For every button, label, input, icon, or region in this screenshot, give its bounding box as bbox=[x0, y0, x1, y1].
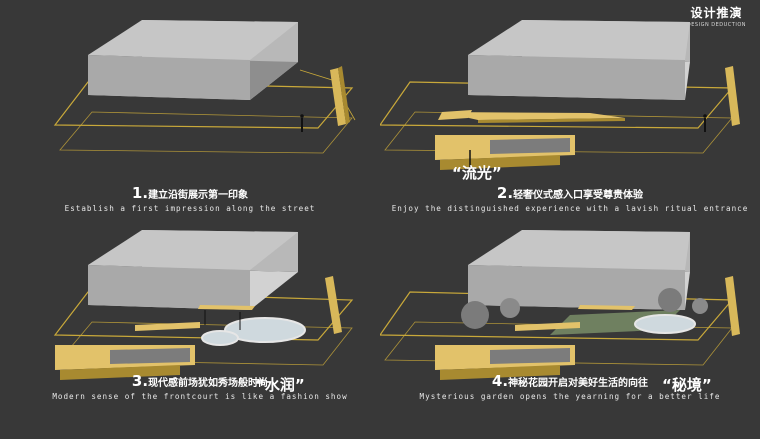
step-2-panel: “流光” 2.轻奢仪式感入口享受尊贵体验 Enjoy the distingui… bbox=[380, 0, 760, 220]
step-2-tag: “流光” bbox=[452, 162, 502, 183]
step-3-title-line: 3.现代感前场犹如秀场般时尚 bbox=[0, 372, 400, 390]
step-3-english: Modern sense of the frontcourt is like a… bbox=[0, 392, 400, 401]
step-2-title-line: 2.轻奢仪式感入口享受尊贵体验 bbox=[380, 184, 760, 202]
step-3-number: 3. bbox=[132, 372, 148, 390]
step-4-panel: “秘境” 4.神秘花园开启对美好生活的向往 Mysterious garden … bbox=[380, 220, 760, 439]
step-3-caption: 3.现代感前场犹如秀场般时尚 Modern sense of the front… bbox=[0, 372, 400, 401]
step-1-english: Establish a first impression along the s… bbox=[0, 204, 380, 213]
step-4-title: 神秘花园开启对美好生活的向往 bbox=[508, 378, 648, 389]
step-4-number: 4. bbox=[492, 372, 508, 390]
step-4-caption: 4.神秘花园开启对美好生活的向往 Mysterious garden opens… bbox=[380, 372, 760, 401]
step-1-title-line: 1.建立沿街展示第一印象 bbox=[0, 184, 380, 202]
step-4-title-line: 4.神秘花园开启对美好生活的向往 bbox=[380, 372, 760, 390]
step-3-title: 现代感前场犹如秀场般时尚 bbox=[148, 378, 268, 389]
step-1-title: 建立沿街展示第一印象 bbox=[148, 190, 248, 201]
step-1-number: 1. bbox=[132, 184, 148, 202]
step-2-title: 轻奢仪式感入口享受尊贵体验 bbox=[513, 190, 643, 201]
step-3-diagram bbox=[0, 220, 380, 439]
step-1-caption: 1.建立沿街展示第一印象 Establish a first impressio… bbox=[0, 184, 380, 213]
step-1-panel: 1.建立沿街展示第一印象 Establish a first impressio… bbox=[0, 0, 380, 220]
step-2-english: Enjoy the distinguished experience with … bbox=[380, 204, 760, 213]
step-4-english: Mysterious garden opens the yearning for… bbox=[380, 392, 760, 401]
step-4-diagram bbox=[380, 220, 760, 439]
step-2-number: 2. bbox=[497, 184, 513, 202]
step-2-caption: 2.轻奢仪式感入口享受尊贵体验 Enjoy the distinguished … bbox=[380, 184, 760, 213]
step-3-panel: “水润” 3.现代感前场犹如秀场般时尚 Modern sense of the … bbox=[0, 220, 380, 439]
